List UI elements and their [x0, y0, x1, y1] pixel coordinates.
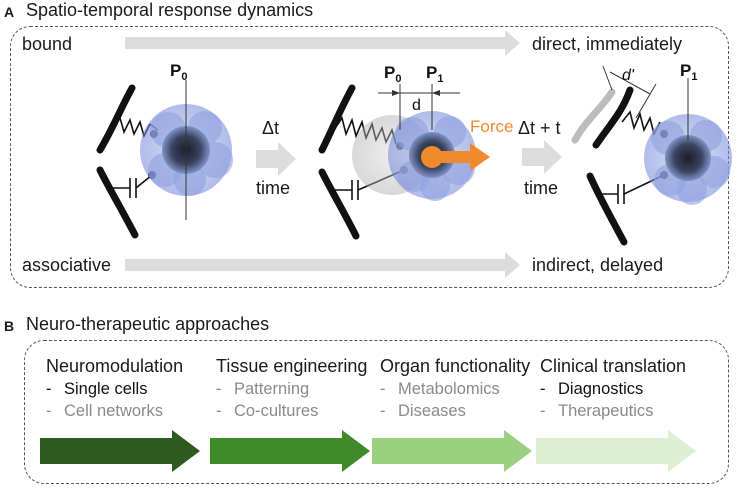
panel-b-title: Neuro-therapeutic approaches: [26, 314, 270, 334]
item-text: Patterning: [234, 380, 310, 398]
column-item: -Diseases: [380, 402, 466, 421]
deformation-label: d': [622, 67, 635, 84]
panel-a-letter: A: [4, 4, 15, 20]
item-dash: -: [216, 380, 222, 398]
distance-label: d: [412, 97, 421, 114]
item-dash: -: [540, 380, 546, 398]
column-title: Tissue engineering: [216, 356, 368, 376]
column-item: -Metabolomics: [380, 380, 500, 399]
column-item: -Diagnostics: [540, 380, 643, 399]
column-item: -Therapeutics: [540, 402, 653, 421]
stage-3-cell: [644, 78, 732, 205]
panel-a-graphics: P0 P0 P1 P1 d d' Force: [96, 30, 732, 278]
item-dash: -: [380, 402, 386, 420]
column-item: -Patterning: [216, 380, 309, 399]
item-dash: -: [216, 402, 222, 420]
label-bound: bound: [22, 34, 73, 54]
item-text: Single cells: [64, 380, 148, 398]
column-title: Organ functionality: [380, 356, 531, 376]
bottom-timeline-arrow: [125, 252, 520, 278]
step1-delta-label: Δt: [262, 118, 280, 138]
column-item: -Co-cultures: [216, 402, 318, 421]
p1-label-stage3: P1: [680, 61, 697, 83]
approach-arrow: [536, 430, 696, 472]
force-arrow: [421, 143, 490, 171]
approach-arrow: [40, 430, 200, 472]
p0-label-stage1: P0: [170, 61, 187, 83]
step2-time-label: time: [524, 178, 559, 198]
force-label: Force: [470, 117, 513, 136]
panel-b-letter: B: [4, 318, 15, 334]
item-text: Therapeutics: [558, 402, 654, 420]
step-arrow-1: [256, 142, 296, 176]
label-associative: associative: [22, 255, 112, 275]
step1-time-label: time: [256, 178, 291, 198]
item-text: Metabolomics: [398, 380, 500, 398]
item-dash: -: [46, 380, 52, 398]
stage-2-markers: [378, 84, 460, 130]
step2-delta-label: Δt + t: [518, 118, 561, 138]
item-text: Cell networks: [64, 402, 164, 420]
column-item: -Single cells: [46, 380, 147, 399]
item-dash: -: [380, 380, 386, 398]
column-title: Neuromodulation: [46, 356, 184, 376]
item-text: Diagnostics: [558, 380, 644, 398]
item-dash: -: [46, 402, 52, 420]
approach-arrow: [372, 430, 532, 472]
item-text: Diseases: [398, 402, 466, 420]
p1-label-stage2: P1: [426, 63, 443, 85]
step-arrow-2: [522, 140, 562, 174]
stage-1-cell: [140, 80, 233, 220]
column-title: Clinical translation: [540, 356, 687, 376]
p0-label-stage2: P0: [384, 63, 401, 85]
label-direct: direct, immediately: [532, 34, 683, 54]
top-timeline-arrow: [125, 30, 520, 56]
panel-a-title: Spatio-temporal response dynamics: [26, 0, 314, 20]
item-dash: -: [540, 402, 546, 420]
label-indirect: indirect, delayed: [532, 255, 664, 275]
approach-arrow: [210, 430, 370, 472]
column-item: -Cell networks: [46, 402, 163, 421]
panel-b-box: [24, 340, 729, 484]
item-text: Co-cultures: [234, 402, 319, 420]
